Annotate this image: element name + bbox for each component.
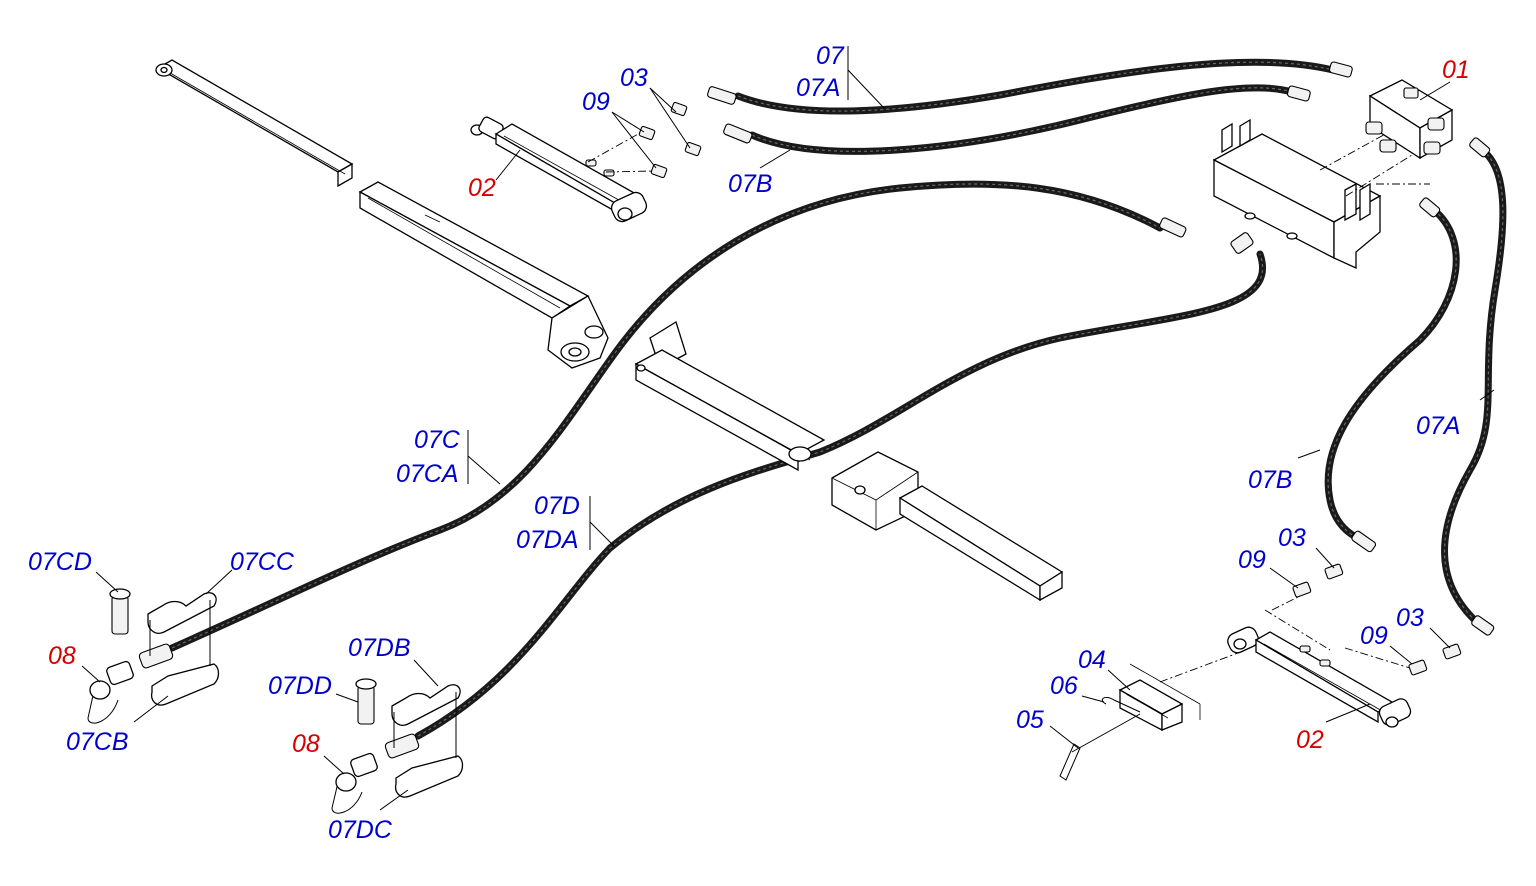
label-02-bottom: 02 <box>1296 726 1324 754</box>
label-07dd: 07DD <box>268 672 332 700</box>
label-04: 04 <box>1078 646 1106 674</box>
label-06: 06 <box>1050 672 1078 700</box>
label-07c: 07C <box>414 426 461 454</box>
label-07a-right: 07A <box>1416 412 1460 440</box>
label-05: 05 <box>1016 706 1044 734</box>
label-03-mid: 03 <box>1278 524 1306 552</box>
part-labels: 01 07 07A 03 09 02 07B 07C 07CA 07D 07DA… <box>28 42 1470 844</box>
label-09-right: 09 <box>1360 622 1388 650</box>
label-07dc: 07DC <box>328 816 393 844</box>
label-07a-top: 07A <box>796 74 840 102</box>
label-01: 01 <box>1442 56 1470 84</box>
label-09-top: 09 <box>582 88 610 116</box>
label-07db: 07DB <box>348 634 411 662</box>
label-07cd: 07CD <box>28 548 92 576</box>
label-07: 07 <box>816 42 845 70</box>
label-07b-right: 07B <box>1248 466 1292 494</box>
label-07da: 07DA <box>516 526 579 554</box>
fittings-bottom-group <box>1292 563 1462 676</box>
label-08-left: 08 <box>48 642 76 670</box>
hydraulic-cylinder-bottom <box>1227 595 1412 728</box>
label-07cc: 07CC <box>230 548 295 576</box>
label-08-right: 08 <box>292 730 320 758</box>
center-arm-bracket <box>634 321 826 472</box>
label-02-top: 02 <box>468 174 496 202</box>
hydraulic-cylinder-top <box>470 116 648 223</box>
label-07cb: 07CB <box>66 728 129 756</box>
label-07b-top: 07B <box>728 170 772 198</box>
hydraulic-hoses <box>168 58 1507 740</box>
valve-block-assembly <box>1212 79 1454 270</box>
pin-assembly <box>1059 649 1247 781</box>
pivot-arm-bracket <box>358 181 609 369</box>
label-09-mid: 09 <box>1238 546 1266 574</box>
leader-lines <box>81 46 1495 811</box>
hose-fittings <box>707 61 1495 636</box>
label-07ca: 07CA <box>396 460 459 488</box>
label-03-right: 03 <box>1396 604 1424 632</box>
quick-coupler-left <box>87 588 220 724</box>
label-03-top: 03 <box>620 64 648 92</box>
fittings-top-group <box>587 101 702 179</box>
quick-coupler-right <box>331 678 464 814</box>
label-07d: 07D <box>534 492 580 520</box>
hitch-tongue <box>831 451 1064 602</box>
hose-07a-right <box>1441 146 1507 629</box>
long-arm-bar <box>155 59 354 188</box>
